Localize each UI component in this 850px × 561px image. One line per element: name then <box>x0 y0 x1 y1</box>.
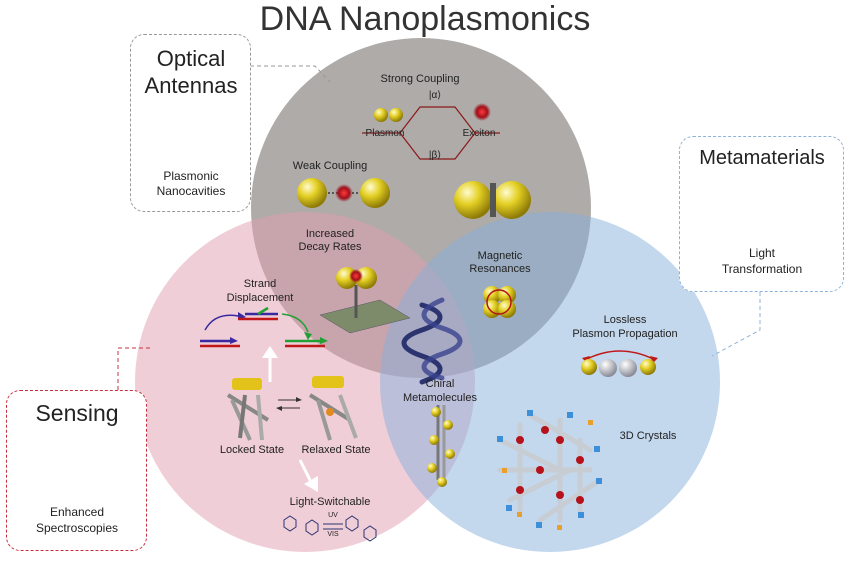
lossless-label-1: Lossless <box>603 314 647 326</box>
lossless-label-2: Plasmon Propagation <box>572 328 678 340</box>
meta-caption-2: Transformation <box>721 262 803 276</box>
dna-helix <box>401 297 463 385</box>
strand-curve-left <box>204 314 239 331</box>
propagation-arrow <box>584 350 656 361</box>
meta-connector <box>711 292 761 357</box>
coupling-levels <box>362 106 500 160</box>
weak-particle-left <box>297 178 327 208</box>
alpha-state-label: |α⟩ <box>428 90 442 101</box>
diagram-title: DNA Nanoplasmonics <box>259 0 591 38</box>
locked-origami <box>226 378 270 441</box>
dimer-spacer <box>490 183 496 217</box>
substrate-plate <box>319 299 411 334</box>
meta-heading: Metamaterials <box>699 147 825 169</box>
weak-emitter <box>335 184 353 202</box>
sensing-connector <box>117 347 150 390</box>
sensing-heading: Sensing <box>35 400 119 426</box>
decay-label-1: Increased <box>305 228 355 240</box>
magnetic-loop <box>486 289 512 315</box>
crystals-label: 3D Crystals <box>619 430 677 442</box>
optical-heading-1: Optical <box>156 46 226 71</box>
right-circle <box>380 212 720 552</box>
optical-connector <box>250 65 331 83</box>
strand-curve-right <box>281 313 309 333</box>
meta-caption-1: Light <box>748 246 776 260</box>
plasmon-dimer-1 <box>374 108 388 122</box>
beta-state-label: |β⟩ <box>428 150 442 161</box>
weak-particle-right <box>360 178 390 208</box>
azobenzene-molecules <box>283 515 377 542</box>
relaxed-state-label: Relaxed State <box>301 444 371 456</box>
strand-label-2: Displacement <box>226 292 294 304</box>
exciton-dot <box>473 103 491 121</box>
magnetic-label-1: Magnetic <box>477 250 523 262</box>
chiral-label-1: Chiral <box>425 378 455 390</box>
chiral-label-2: Metamolecules <box>403 392 477 404</box>
sensing-box <box>6 390 147 551</box>
optical-heading-2: Antennas <box>144 73 238 98</box>
vis-label: VIS <box>327 531 339 538</box>
plasmon-label: Plasmon <box>365 128 405 139</box>
decay-label-2: Decay Rates <box>298 241 362 253</box>
uv-label: UV <box>328 512 338 519</box>
plasmon-dimer-2 <box>389 108 403 122</box>
sensing-caption-1: Enhanced <box>49 505 105 519</box>
left-circle <box>135 212 475 552</box>
magnetic-label-2: Resonances <box>469 263 531 275</box>
optical-caption-1: Plasmonic <box>163 169 219 183</box>
sensing-caption-2: Spectroscopies <box>35 521 119 535</box>
light-switchable-label: Light-Switchable <box>289 496 371 508</box>
metamaterials-box <box>679 136 844 292</box>
exciton-label: Exciton <box>462 128 496 139</box>
optical-caption-2: Nanocavities <box>156 184 226 198</box>
crystal-nodes <box>516 426 584 504</box>
strong-coupling-label: Strong Coupling <box>380 73 460 85</box>
locked-state-label: Locked State <box>219 444 285 456</box>
optical-antennas-box <box>130 34 251 212</box>
strand-label-1: Strand <box>243 278 277 290</box>
relaxed-origami <box>308 376 358 441</box>
weak-coupling-label: Weak Coupling <box>292 160 368 172</box>
